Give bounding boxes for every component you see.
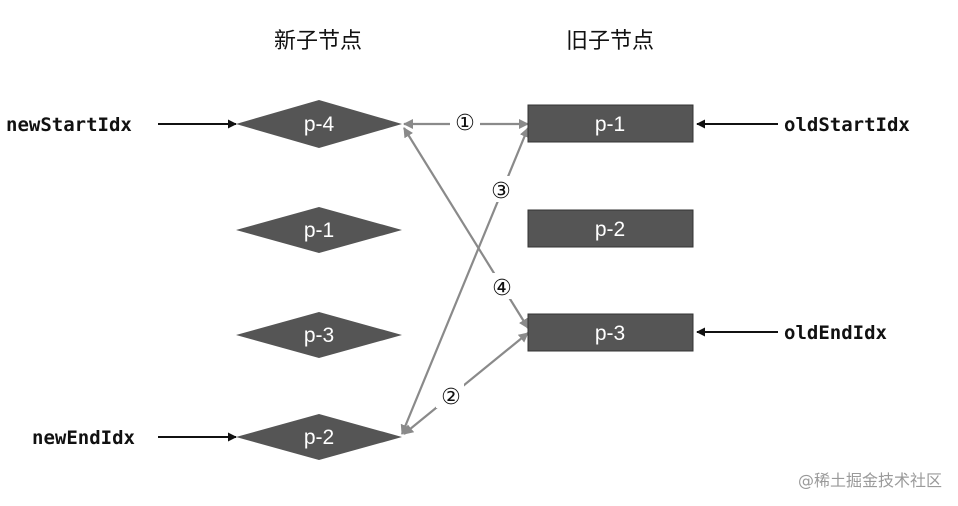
new-node-label: p-2 — [304, 426, 334, 449]
step-1-bg — [450, 108, 480, 136]
step-4-bg — [488, 273, 516, 299]
old-node-label: p-3 — [595, 322, 625, 345]
old-node-box — [527, 313, 694, 352]
new-node-label: p-1 — [304, 219, 334, 242]
new-node-diamond — [236, 312, 402, 358]
old-start-idx-label: oldStartIdx — [784, 114, 910, 136]
new-node-diamond — [236, 207, 402, 253]
step-2-label: ② — [441, 385, 461, 410]
new-start-idx-label: newStartIdx — [6, 114, 132, 136]
new-node-label: p-3 — [304, 324, 334, 347]
watermark-text: @稀土掘金技术社区 — [798, 471, 942, 490]
step-3-bg — [486, 176, 514, 202]
old-children-title: 旧子节点 — [566, 29, 654, 54]
step-4-label: ④ — [492, 276, 512, 301]
step-2-bg — [436, 382, 464, 408]
new-node-diamond — [236, 100, 402, 148]
old-node-label: p-1 — [595, 113, 625, 136]
old-end-idx-label: oldEndIdx — [784, 322, 887, 344]
old-node-box — [527, 209, 694, 248]
step-1-label: ① — [455, 111, 475, 136]
new-end-idx-label: newEndIdx — [32, 427, 135, 449]
new-node-diamond — [236, 414, 402, 460]
step-3-label: ③ — [491, 179, 511, 204]
old-node-box — [527, 104, 694, 143]
new-node-label: p-4 — [304, 113, 335, 136]
new-children-title: 新子节点 — [274, 29, 362, 54]
old-node-label: p-2 — [595, 218, 625, 241]
